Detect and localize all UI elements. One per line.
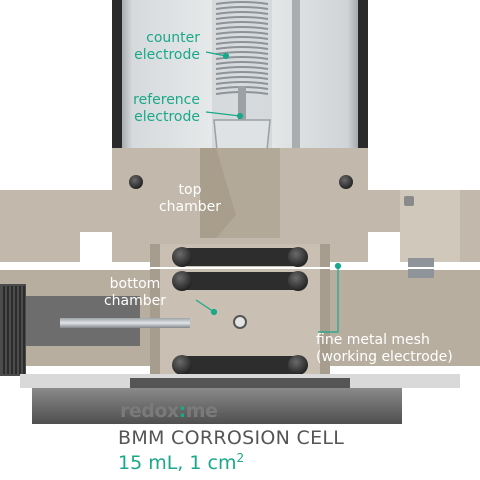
bottom-chamber-label: bottom chamber [103,276,167,309]
counter-electrode-label: counter electrode [134,30,200,63]
leader-lines [195,51,342,333]
base-plate [20,374,460,424]
reference-electrode-label: reference electrode [133,92,200,125]
product-spec: 15 mL, 1 cm2 [118,451,245,474]
support-rod [292,0,300,208]
o-rings [172,247,308,375]
side-port [0,284,247,376]
brand-logo: redox:me [120,400,218,422]
top-chamber-label: top chamber [158,182,222,215]
fine-metal-mesh-label: fine metal mesh (working electrode) [316,332,453,365]
product-title: BMM CORROSION CELL [118,427,345,449]
